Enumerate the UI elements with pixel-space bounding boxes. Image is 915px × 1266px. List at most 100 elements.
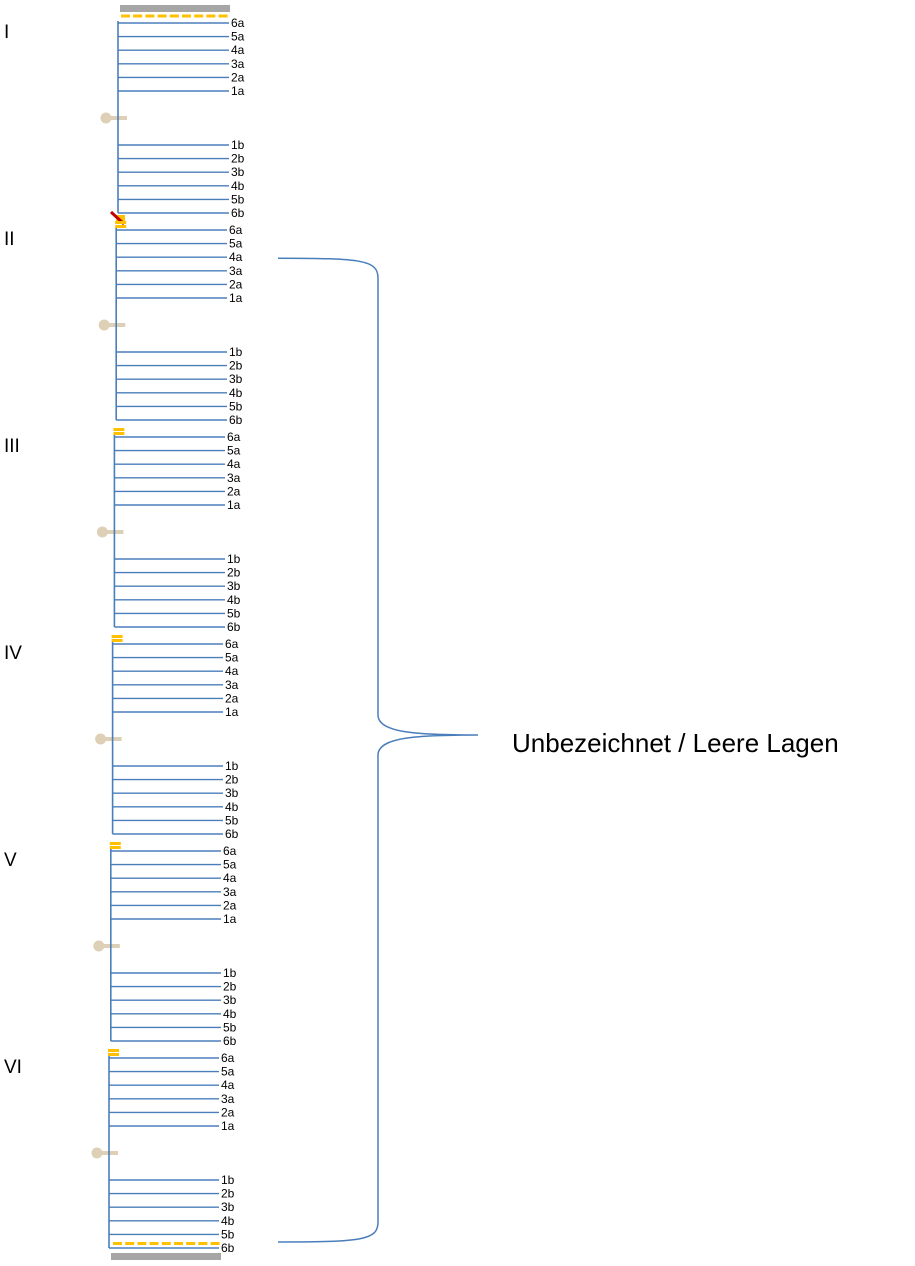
front-pastedown-dash	[157, 14, 167, 18]
sewing-thread-knot	[91, 1147, 103, 1159]
leaf-label: 3a	[227, 471, 241, 485]
leaf-label: 2a	[223, 898, 237, 912]
front-pastedown-dash	[121, 14, 130, 18]
leaf-label: 1b	[227, 552, 241, 566]
gathering-label: IV	[4, 643, 22, 664]
leaf-label: 6b	[223, 1034, 237, 1048]
leaf-label: 5b	[225, 813, 239, 827]
front-pastedown-dash	[169, 14, 179, 18]
gathering-label: I	[4, 22, 9, 43]
stub-mark	[109, 846, 121, 849]
leaf-label: 1a	[227, 498, 241, 512]
leaf-label: 5b	[221, 1227, 235, 1241]
stub-mark	[108, 1053, 119, 1056]
leaf-label: 4b	[231, 179, 245, 193]
sewing-thread-knot	[95, 733, 107, 745]
leaf-label: 3b	[225, 786, 239, 800]
leaf-label: 5a	[227, 444, 241, 458]
leaf-label: 4b	[229, 386, 243, 400]
leaf-label: 4a	[231, 43, 245, 57]
leaf-label: 3a	[223, 885, 237, 899]
back-pastedown-dash	[210, 1242, 220, 1245]
boards-layer	[111, 5, 230, 1260]
leaf-label: 4b	[227, 593, 241, 607]
leaf-label: 5a	[225, 651, 239, 665]
leaf-label: 2b	[231, 152, 245, 166]
leaf-label: 5a	[223, 858, 237, 872]
stub-mark	[115, 225, 127, 228]
leaf-label: 4a	[221, 1078, 235, 1092]
leaf-label: 1b	[225, 759, 239, 773]
leaf-label: 3b	[229, 372, 243, 386]
bracket-label: Unbezeichnet / Leere Lagen	[512, 728, 839, 758]
leaf-label: 4b	[221, 1214, 235, 1228]
back-pastedown-dash	[186, 1242, 196, 1245]
front-pastedown-dash	[194, 14, 204, 18]
sewing-thread-knot	[93, 940, 105, 952]
stub-mark	[113, 432, 125, 435]
leaf-label: 5a	[231, 30, 245, 44]
front-pastedown-dash	[206, 14, 216, 18]
leaf-label: 6a	[225, 637, 239, 651]
leaf-label: 6b	[225, 827, 239, 841]
leaf-label: 4a	[229, 250, 243, 264]
leaf-label: 6b	[231, 206, 245, 220]
leaf-label: 3a	[225, 678, 239, 692]
leaf-label: 6a	[229, 223, 243, 237]
leaf-label: 6a	[221, 1051, 235, 1065]
stub-mark	[108, 1049, 119, 1052]
leaf-label: 6b	[227, 620, 241, 634]
leaf-label: 1b	[221, 1173, 235, 1187]
sewing-thread-knot	[100, 112, 112, 124]
leaf-label: 4b	[225, 800, 239, 814]
leaf-label: 3b	[223, 993, 237, 1007]
leaf-label: 3a	[229, 264, 243, 278]
leaf-label: 1a	[231, 84, 245, 98]
back-pastedown-dash	[174, 1242, 183, 1245]
leaf-label: 2b	[221, 1187, 235, 1201]
back-pastedown-dash	[161, 1242, 171, 1245]
sewing-thread-knot	[96, 526, 108, 538]
leaf-label: 6b	[221, 1241, 235, 1255]
gathering-label: II	[4, 229, 15, 250]
leaf-label: 2a	[229, 277, 243, 291]
leaf-label: 2a	[231, 70, 245, 84]
leaf-label: 6a	[231, 16, 245, 30]
back-board	[111, 1253, 221, 1260]
leaf-label: 2a	[227, 484, 241, 498]
bracket	[277, 257, 479, 1243]
leaf-label: 2a	[221, 1105, 235, 1119]
leaf-label: 5b	[231, 192, 245, 206]
stub-mark	[116, 215, 125, 221]
back-pastedown-dash	[125, 1242, 135, 1245]
stub-mark	[109, 842, 121, 845]
leaf-label: 4a	[225, 664, 239, 678]
leaf-label: 3b	[221, 1200, 235, 1214]
leaf-label: 5b	[229, 399, 243, 413]
leaf-label: 6a	[227, 430, 241, 444]
leaf-label: 4a	[223, 871, 237, 885]
leaf-label: 2b	[225, 773, 239, 787]
leaf-label: 1a	[221, 1119, 235, 1133]
stub-mark	[113, 428, 125, 431]
back-pastedown-dash	[149, 1242, 159, 1245]
leaf-label: 2b	[227, 566, 241, 580]
front-pastedown-dash	[145, 14, 155, 18]
gathering-label: VI	[4, 1057, 22, 1078]
front-board	[120, 5, 230, 12]
leaf-label: 1b	[231, 138, 245, 152]
leaf-label: 2a	[225, 691, 239, 705]
leaf-label: 5a	[229, 237, 243, 251]
front-pastedown-dash	[218, 14, 228, 18]
gathering-label: V	[4, 850, 17, 871]
back-pastedown-dash	[198, 1242, 208, 1245]
stub-mark	[115, 221, 127, 224]
leaf-label: 5b	[223, 1020, 237, 1034]
